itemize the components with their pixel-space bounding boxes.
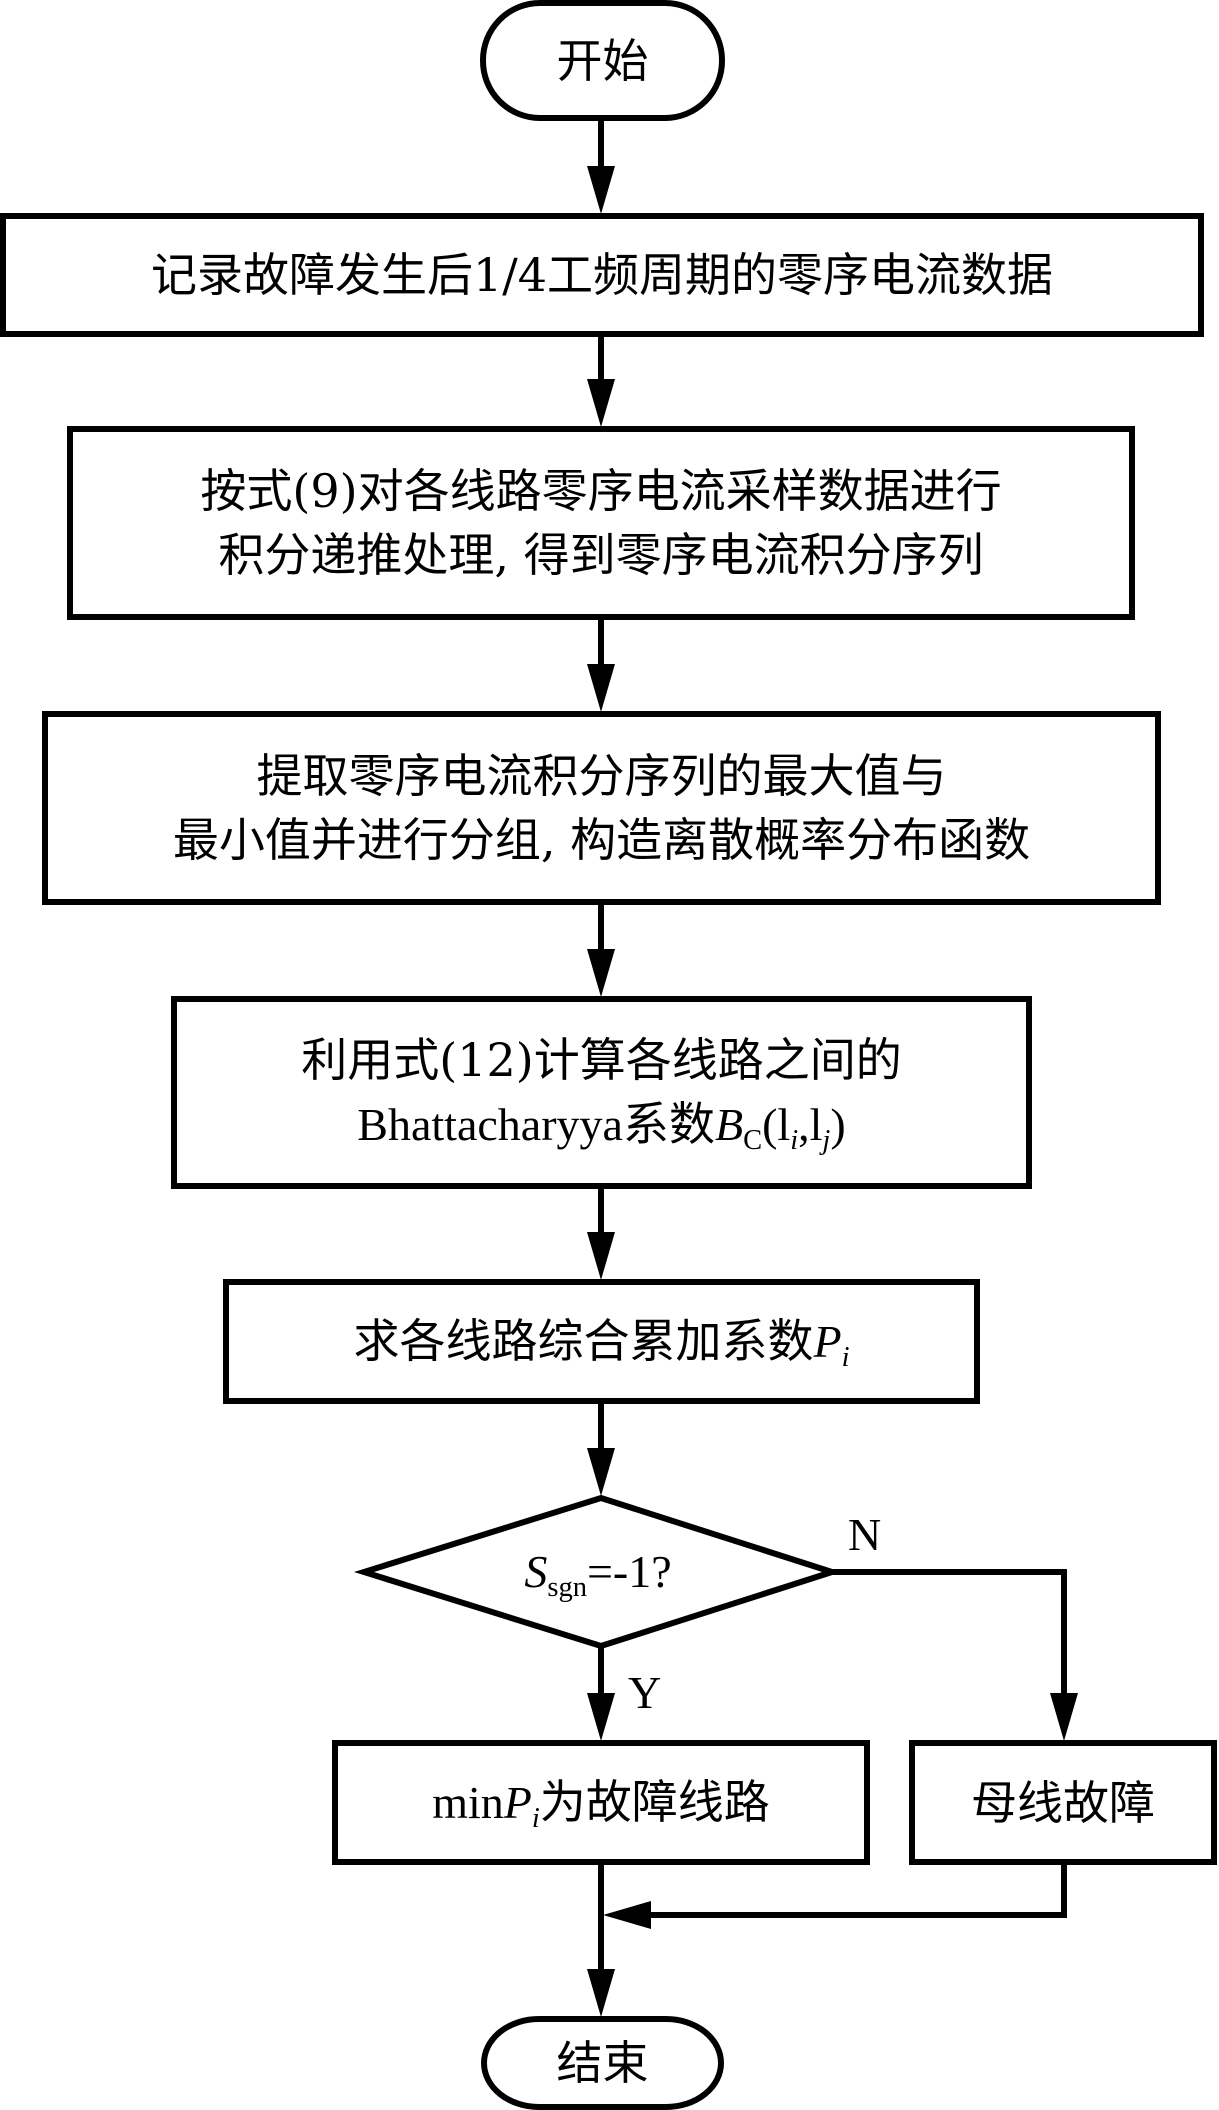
end-label-text: 结束: [556, 2036, 649, 2090]
bc-args-open: (l: [762, 1099, 791, 1150]
record-label-text: 记录故障发生后1/4工频周期的零序电流数据: [150, 248, 1054, 302]
arrowhead-decision-yes: [587, 1693, 615, 1741]
decision-subscript: sgn: [547, 1572, 587, 1604]
end-label: 结束: [484, 2019, 721, 2107]
bhattacharyya-line1: 利用式(12)计算各线路之间的: [301, 1033, 902, 1087]
arrowhead-decision-no: [1050, 1693, 1078, 1741]
branch-label-yes: Y: [628, 1667, 662, 1718]
distribution-box: [42, 711, 1161, 905]
edge-decision-no: [832, 1569, 1067, 1720]
accumulate-subscript: i: [841, 1342, 850, 1374]
fault-line-label: minPi为故障线路: [335, 1743, 867, 1862]
bus-fault-label: 母线故障: [912, 1743, 1214, 1862]
bc-args-close: ): [830, 1099, 846, 1150]
integrate-line2: 积分递推处理, 得到零序电流积分序列: [218, 528, 984, 582]
arrowhead-integrate-distribution: [587, 664, 615, 712]
decision-line: Ssgn=-1?: [524, 1540, 671, 1604]
distribution-line1: 提取零序电流积分序列的最大值与: [256, 749, 947, 803]
fault-line-box: [332, 1740, 870, 1865]
bc-variable: B: [714, 1099, 744, 1150]
fault-line-subscript: i: [531, 1803, 540, 1835]
arrowhead-accumulate-decision: [587, 1448, 615, 1496]
branch-label-no: N: [848, 1509, 882, 1560]
accumulate-line: 求各线路综合累加系数Pi: [353, 1309, 849, 1374]
arrowhead-end: [587, 1969, 615, 2017]
arrowhead-start-record: [587, 166, 615, 214]
distribution-line2: 最小值并进行分组, 构造离散概率分布函数: [172, 813, 1031, 867]
fault-line-line: minPi为故障线路: [432, 1770, 770, 1835]
accumulate-prefix: 求各线路综合累加系数: [353, 1314, 814, 1368]
integrate-label: 按式(9)对各线路零序电流采样数据进行 积分递推处理, 得到零序电流积分序列: [70, 429, 1132, 617]
bc-args-comma: ,l: [798, 1099, 823, 1150]
integrate-box: [67, 426, 1135, 620]
start-label-text: 开始: [556, 33, 649, 88]
decision-variable: S: [524, 1546, 548, 1597]
fault-line-variable: P: [503, 1777, 532, 1828]
arrowhead-bhattacharyya-accumulate: [587, 1232, 615, 1280]
edge-bus-fault-merge: [630, 1862, 1067, 1918]
fault-line-prefix: min: [432, 1777, 504, 1828]
record-box: [0, 213, 1204, 337]
accumulate-label: 求各线路综合累加系数Pi: [226, 1282, 977, 1401]
arrowhead-merge: [603, 1901, 651, 1929]
bhattacharyya-label: 利用式(12)计算各线路之间的 Bhattacharyya系数BC(li,lj): [174, 999, 1029, 1186]
arrowhead-record-integrate: [587, 379, 615, 427]
bhattacharyya-prefix: Bhattacharyya系数: [357, 1099, 715, 1150]
bus-fault-label-text: 母线故障: [971, 1775, 1155, 1830]
arrowhead-distribution-bhattacharyya: [587, 949, 615, 997]
start-label: 开始: [483, 3, 722, 118]
bc-arg2-subscript: j: [822, 1125, 831, 1157]
fault-line-suffix: 为故障线路: [539, 1775, 770, 1829]
accumulate-variable: P: [813, 1316, 842, 1367]
end-terminal: [481, 2016, 724, 2110]
bus-fault-box: [909, 1740, 1217, 1865]
bhattacharyya-line2: Bhattacharyya系数BC(li,lj): [357, 1092, 845, 1157]
bc-subscript: C: [743, 1125, 763, 1157]
distribution-label: 提取零序电流积分序列的最大值与 最小值并进行分组, 构造离散概率分布函数: [45, 714, 1158, 902]
integrate-line1: 按式(9)对各线路零序电流采样数据进行: [200, 464, 1002, 518]
decision-condition: =-1?: [586, 1546, 672, 1597]
record-label: 记录故障发生后1/4工频周期的零序电流数据: [3, 216, 1201, 334]
bc-arg1-subscript: i: [790, 1125, 799, 1157]
decision-label: Ssgn=-1?: [364, 1498, 832, 1646]
